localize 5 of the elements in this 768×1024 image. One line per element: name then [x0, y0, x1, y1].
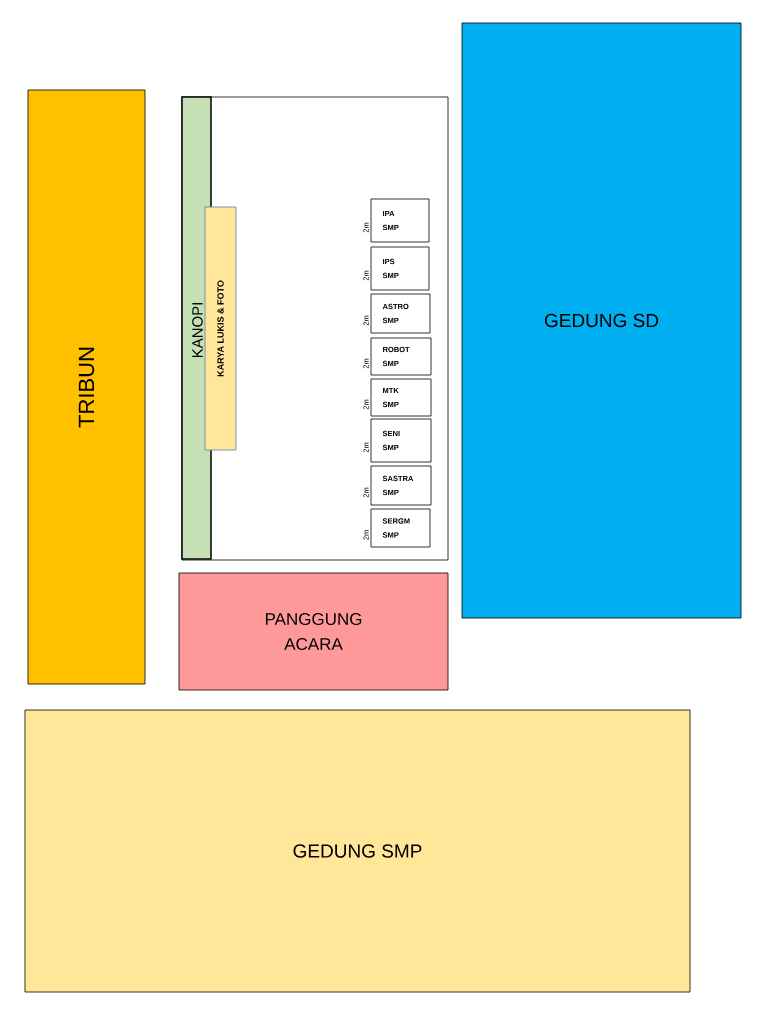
stage: PANGGUNG ACARA: [178, 572, 449, 691]
building: GEDUNG SD: [461, 22, 742, 619]
exhibit-panel: KARYA LUKIS & FOTO: [204, 206, 237, 451]
building: GEDUNG SMP: [24, 709, 691, 993]
seating-area: TRIBUN: [27, 89, 146, 685]
